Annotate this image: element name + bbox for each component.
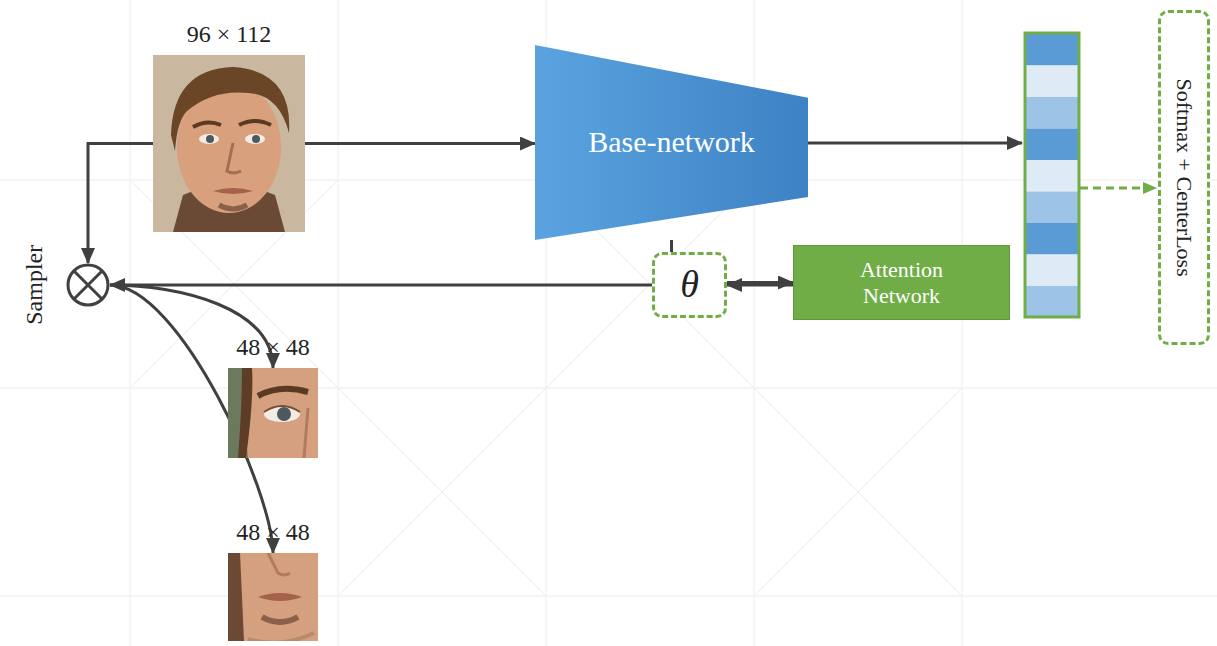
flow-arrow <box>110 284 652 287</box>
feature-vector <box>1025 33 1079 317</box>
node-label: Attention Network <box>837 257 967 308</box>
loss-arrow <box>1080 187 1156 190</box>
node-label: Base-network <box>588 125 755 160</box>
theta-parameter: θ <box>652 252 727 318</box>
feature-arrow <box>808 142 1022 145</box>
flow-arrow <box>727 284 793 287</box>
sampler-label: Sampler <box>21 245 49 325</box>
input-image: 96 × 112 <box>153 55 305 232</box>
multiply-symbol <box>66 263 110 307</box>
size-label: 48 × 48 <box>236 334 310 362</box>
mouth-crop: 48 × 48 <box>228 553 318 641</box>
size-label: 48 × 48 <box>236 519 310 547</box>
mouth-illustration <box>228 553 318 641</box>
flow-arrow <box>88 144 153 264</box>
attention-network: Attention Network <box>793 245 1010 320</box>
base-network: Base-network <box>535 45 808 240</box>
flow-arrow <box>110 285 273 553</box>
eye-illustration <box>228 368 318 458</box>
node-label: θ <box>680 263 699 307</box>
flow-arrow <box>305 142 535 145</box>
eye-crop: 48 × 48 <box>228 368 318 458</box>
size-label: 96 × 112 <box>187 21 272 49</box>
face-illustration <box>153 55 305 232</box>
loss-box: Softmax + CenterLoss <box>1158 10 1210 345</box>
node-label: Softmax + CenterLoss <box>1171 78 1196 276</box>
sampler-node: Sampler <box>66 263 110 307</box>
